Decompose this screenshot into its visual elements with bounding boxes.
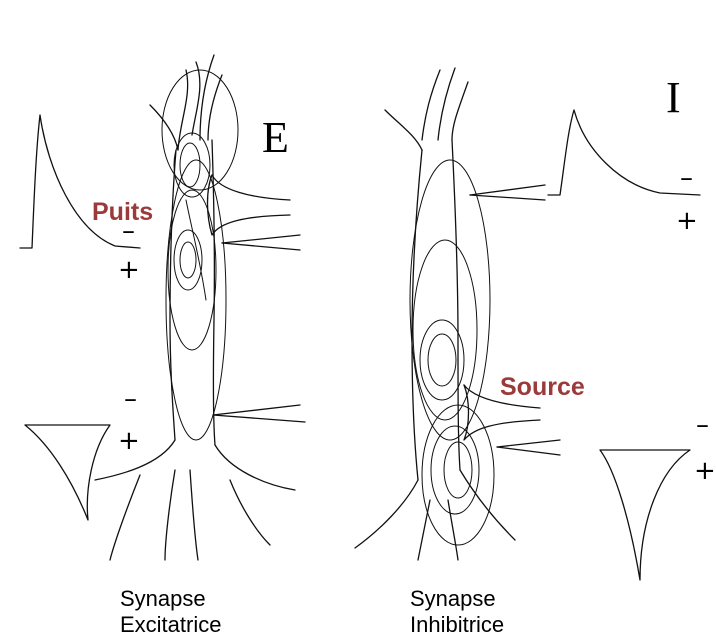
excitatory-upper-plus-sign: + [118,257,140,283]
inhibitory-caption-line1: Synapse [410,586,496,612]
excitatory-lower-plus-sign: + [118,428,140,454]
inhibitory-lower-waveform [600,450,690,580]
excitatory-upper-minus-sign: – [122,218,135,244]
excitatory-lower-minus-sign: – [124,386,137,412]
inhibitory-synapse-terminals [464,185,560,455]
inhibitory-upper-minus-sign: – [680,165,693,191]
excitatory-caption-line2: Excitatrice [120,612,221,638]
panel-letter-i: I [666,72,681,123]
excitatory-lower-waveform [25,425,110,520]
excitatory-caption-line1: Synapse [120,586,206,612]
inhibitory-lower-minus-sign: – [696,412,709,438]
inhibitory-field-lines [410,160,494,545]
source-label: Source [500,373,585,402]
panel-letter-e: E [262,112,289,163]
inhibitory-caption-line2: Inhibitrice [410,612,504,638]
inhibitory-neuron-outline [355,68,515,560]
inhibitory-lower-plus-sign: + [694,458,716,484]
excitatory-synapse-terminals [208,175,306,422]
inhibitory-upper-plus-sign: + [676,208,698,234]
